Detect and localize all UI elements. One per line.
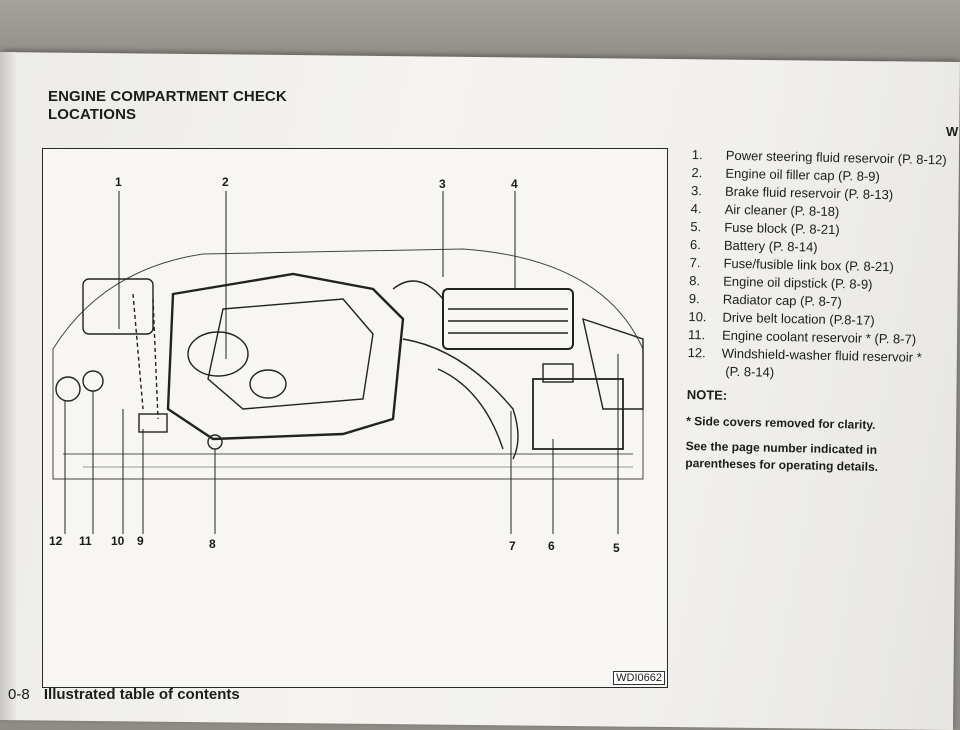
legend-number: 6. — [689, 236, 701, 253]
legend-number: 1. — [691, 146, 703, 163]
note-page-numbers: See the page number indicated in parenth… — [685, 438, 879, 474]
legend-number: 10. — [688, 308, 707, 325]
callout-12: 12 — [49, 534, 63, 548]
page-title: ENGINE COMPARTMENT CHECK LOCATIONS — [48, 88, 287, 124]
callout-6: 6 — [548, 539, 555, 553]
legend-number: 4. — [690, 200, 702, 217]
legend-text: Battery (P. 8-14) — [723, 237, 818, 255]
engine-diagram: 1 2 3 4 5 6 7 8 9 10 11 12 WDI0662 — [42, 148, 668, 688]
title-line-1: ENGINE COMPARTMENT CHECK — [48, 88, 287, 105]
callout-4: 4 — [511, 177, 518, 191]
legend-number: 11. — [687, 326, 706, 343]
legend-number: 9. — [688, 290, 700, 307]
page-footer: 0-8 Illustrated table of contents — [8, 686, 240, 703]
callout-5: 5 — [613, 541, 620, 555]
callout-2: 2 — [222, 175, 229, 189]
title-line-2: LOCATIONS — [48, 106, 137, 123]
legend-number: 7. — [689, 254, 701, 271]
legend-number: 5. — [690, 218, 702, 235]
callout-9: 9 — [137, 534, 144, 548]
legend-number: 2. — [691, 164, 703, 181]
page-number: 0-8 — [8, 686, 30, 703]
legend-number: 8. — [689, 272, 701, 289]
engine-drawing — [52, 191, 644, 534]
note-side-covers: * Side covers removed for clarity. — [686, 413, 876, 432]
section-label: Illustrated table of contents — [43, 686, 240, 703]
callout-11: 11 — [79, 534, 92, 548]
callout-7: 7 — [509, 539, 516, 553]
note-heading: NOTE: — [686, 386, 728, 403]
legend-list: 1. Power steering fluid reservoir (P. 8-… — [685, 146, 960, 478]
legend-number: 12. — [687, 344, 706, 361]
next-page-edge-letter: W — [946, 124, 959, 139]
callout-1: 1 — [115, 175, 122, 189]
callout-8: 8 — [209, 537, 216, 551]
callout-10: 10 — [111, 534, 125, 548]
page-edge — [0, 52, 16, 720]
legend-text: Fuse block (P. 8-21) — [724, 219, 840, 238]
legend-text: Air cleaner (P. 8-18) — [724, 201, 840, 220]
figure-code: WDI0662 — [613, 671, 665, 685]
legend-number: 3. — [690, 182, 703, 199]
callout-3: 3 — [439, 177, 446, 191]
